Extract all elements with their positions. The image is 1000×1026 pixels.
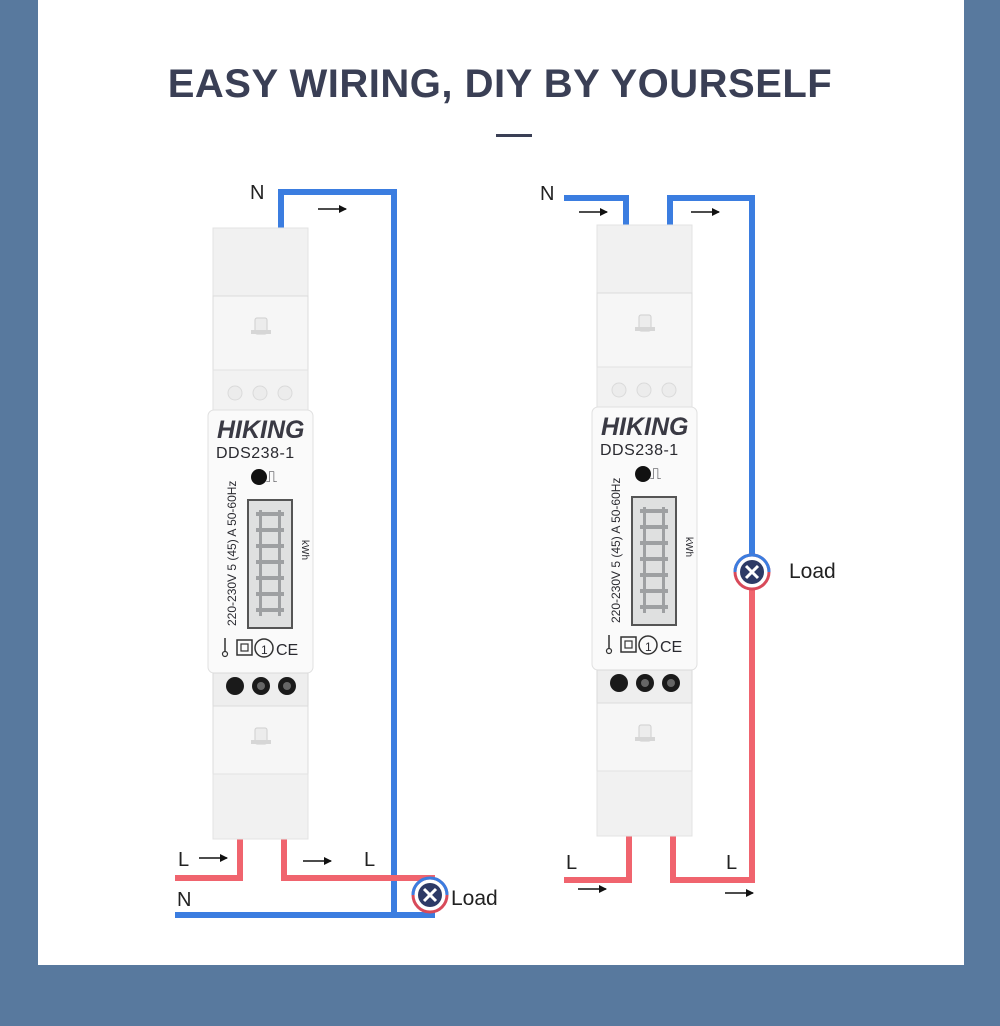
meter-rating: 220-230V 5 (45) A 50-60Hz bbox=[225, 481, 239, 626]
energy-meter-right bbox=[591, 224, 698, 837]
energy-meter-left bbox=[207, 227, 314, 840]
pulse-symbol: ⎍ bbox=[266, 469, 277, 486]
diagram-right: HIKING DDS238-1 ⎍ 220-230V 5 (45) A 50-6… bbox=[540, 183, 836, 897]
ce-mark: CE bbox=[660, 639, 682, 656]
meter-model: DDS238-1 bbox=[216, 445, 295, 462]
label-l-out: L bbox=[726, 852, 737, 874]
ce-mark: CE bbox=[276, 642, 298, 659]
label-n-top: N bbox=[250, 182, 264, 204]
diagram-left: HIKING DDS238-1 ⎍ 220-230V 5 (45) A 50-6… bbox=[175, 182, 498, 918]
load-icon bbox=[733, 553, 771, 591]
meter-rating: 220-230V 5 (45) A 50-60Hz bbox=[609, 478, 623, 623]
page-title: EASY WIRING, DIY BY YOURSELF bbox=[167, 62, 833, 106]
class-mark: 1 bbox=[645, 640, 652, 654]
load-icon bbox=[411, 876, 449, 914]
label-load: Load bbox=[451, 887, 498, 910]
meter-unit: kWh bbox=[299, 540, 310, 560]
title-underline bbox=[496, 134, 532, 137]
label-l-in: L bbox=[178, 849, 189, 871]
label-n-in: N bbox=[540, 183, 554, 205]
live-wire-in bbox=[564, 835, 632, 883]
meter-model: DDS238-1 bbox=[600, 442, 679, 459]
neutral-wire-out bbox=[667, 195, 755, 556]
label-load: Load bbox=[789, 560, 836, 583]
neutral-wire-top bbox=[278, 189, 397, 913]
meter-unit: kWh bbox=[683, 537, 694, 557]
live-wire-out bbox=[670, 588, 755, 883]
live-wire-out bbox=[281, 838, 435, 882]
label-l-out: L bbox=[364, 849, 375, 871]
class-mark: 1 bbox=[261, 643, 268, 657]
neutral-wire-in bbox=[564, 195, 629, 228]
pulse-symbol: ⎍ bbox=[650, 466, 661, 483]
meter-brand: HIKING bbox=[601, 413, 689, 441]
content-panel bbox=[38, 0, 964, 965]
meter-brand: HIKING bbox=[217, 416, 305, 444]
live-wire-in bbox=[175, 838, 243, 881]
label-l-in: L bbox=[566, 852, 577, 874]
label-n-bottom: N bbox=[177, 889, 191, 911]
